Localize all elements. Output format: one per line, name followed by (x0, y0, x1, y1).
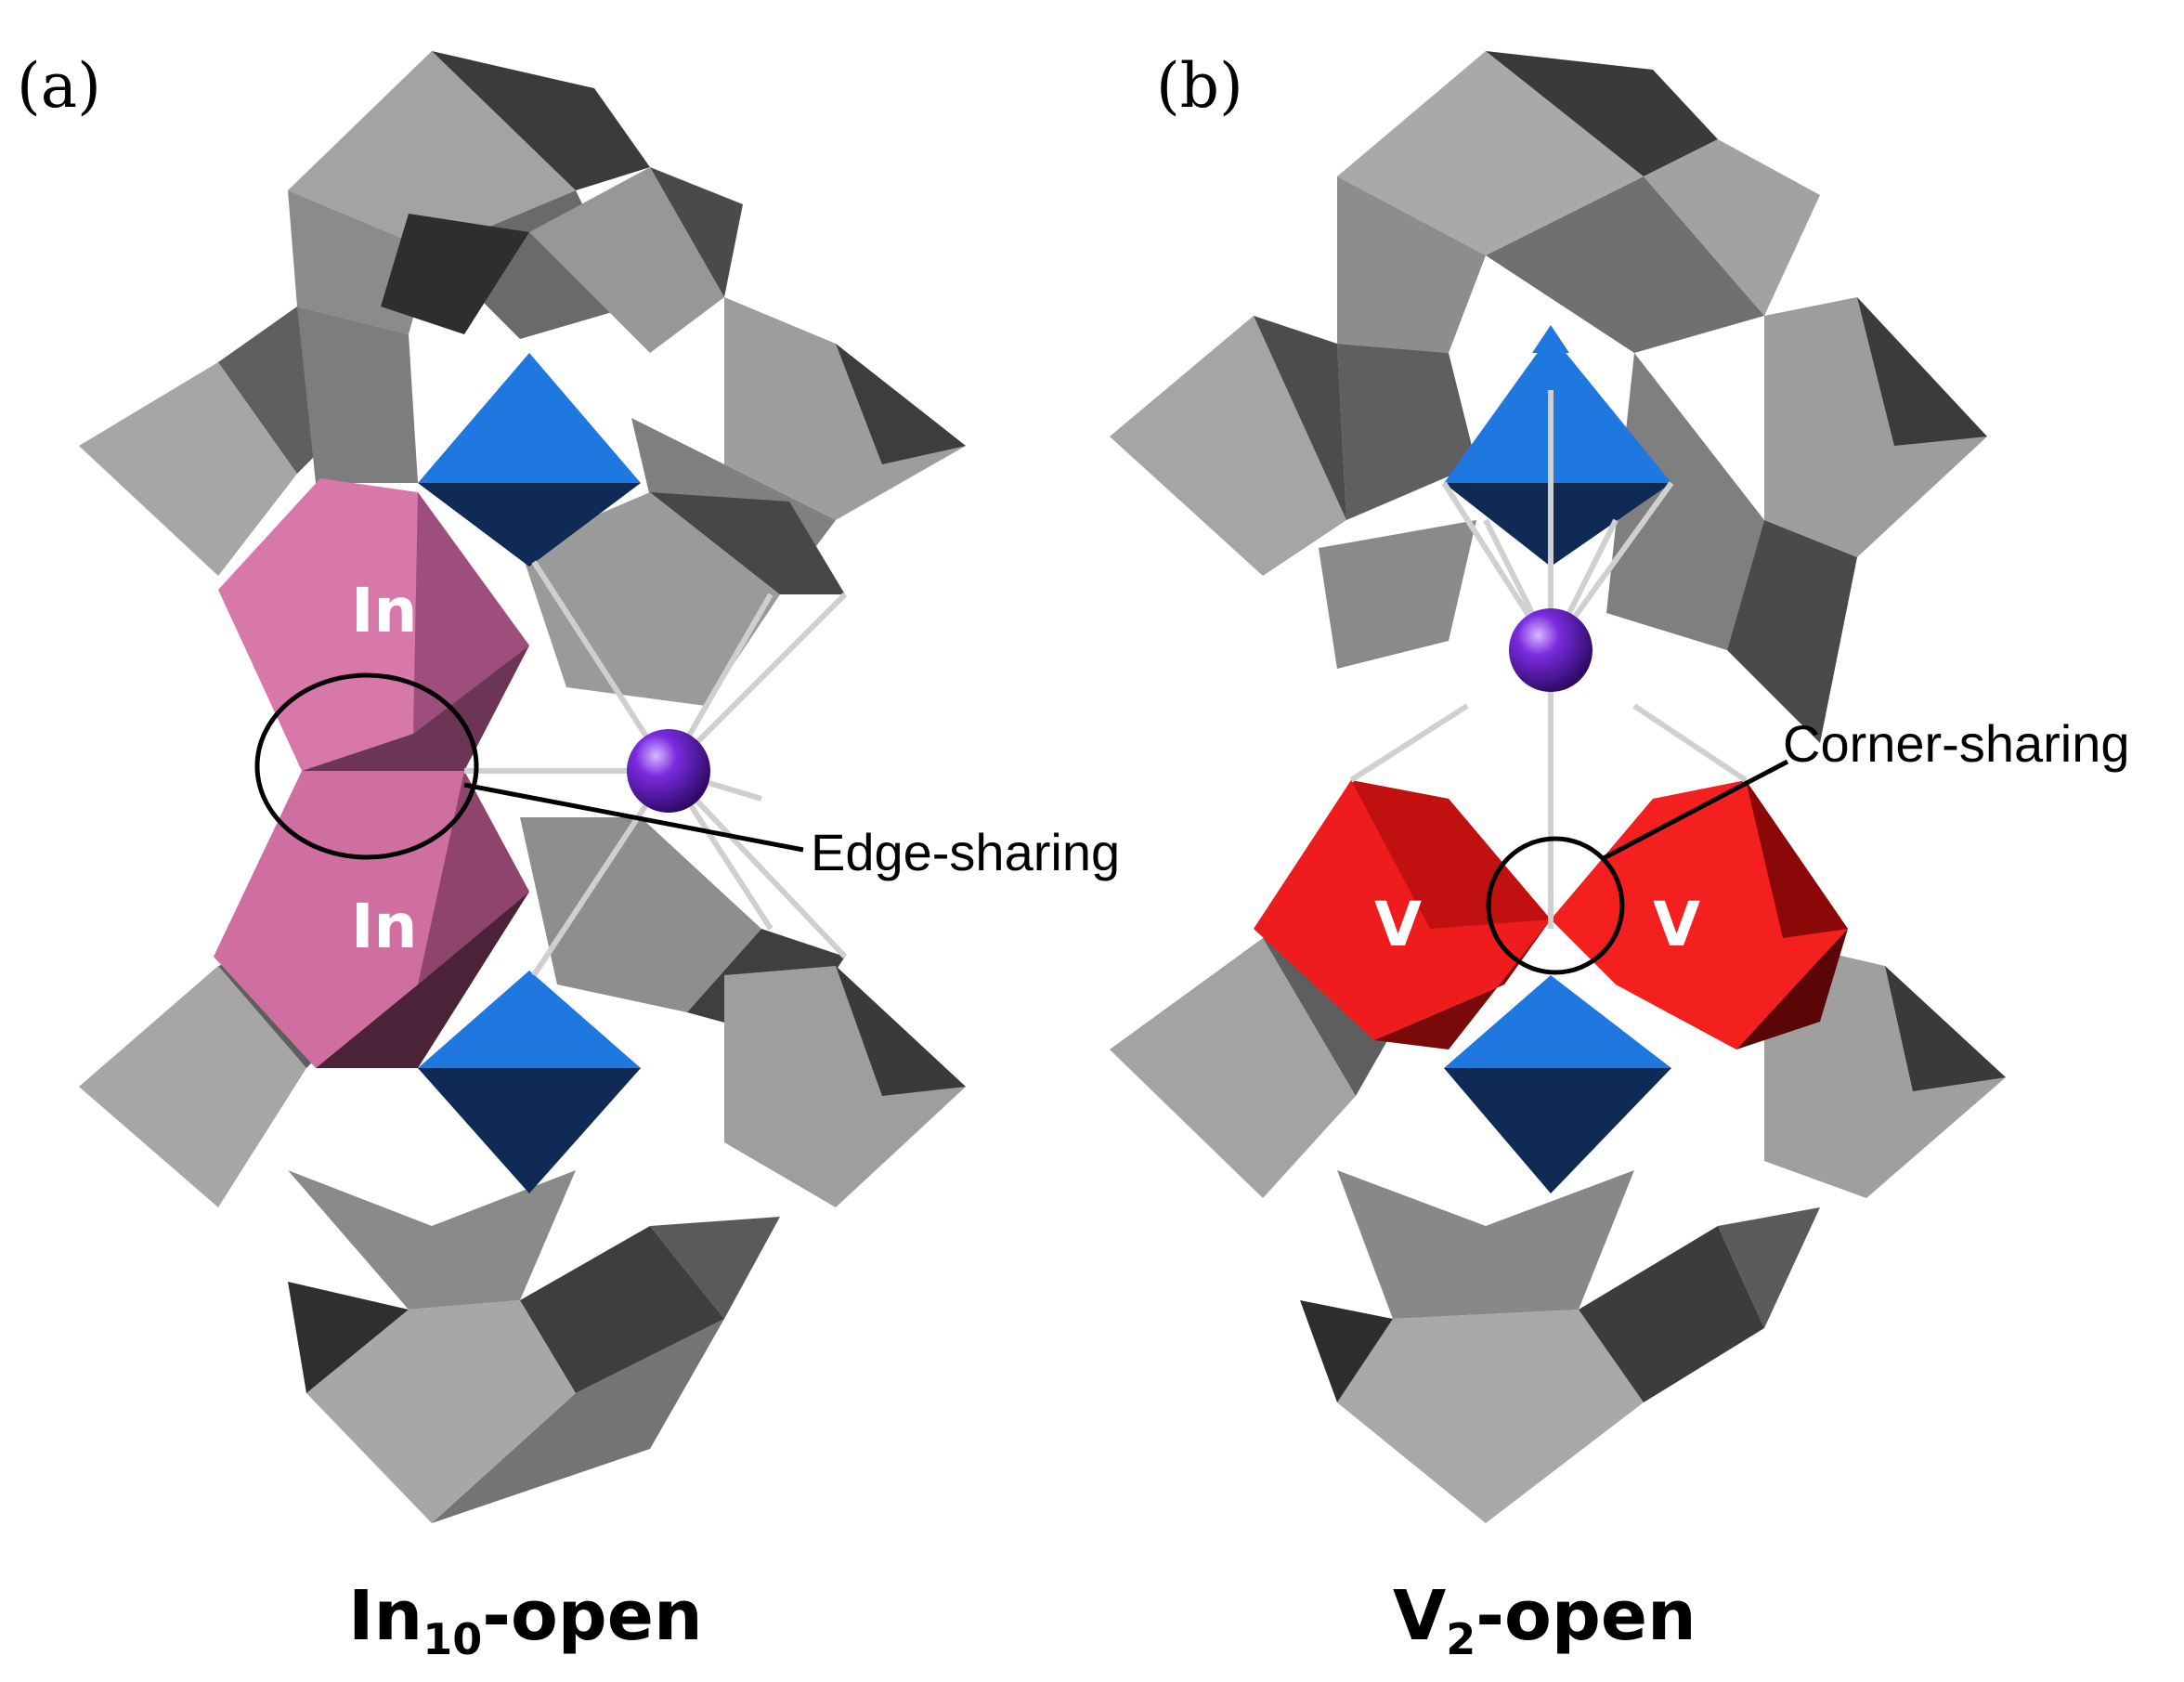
panel-a-indium-label-top: In (351, 575, 418, 646)
panel-b-vanadium-label-left: V (1374, 889, 1422, 960)
panel-b-corner-sharing-label: Corner-sharing (1783, 714, 2130, 773)
panel-a-edge-sharing-circle (254, 672, 479, 860)
panel-a-label: (a) (17, 50, 101, 122)
panel-b-corner-sharing-circle (1486, 836, 1625, 975)
panel-a-central-octahedra (418, 353, 641, 1193)
panel-a-caption-main: In (348, 1576, 422, 1656)
panel-b (1110, 51, 2006, 1523)
panel-a-caption: In10-open (348, 1576, 703, 1664)
panel-a-edge-sharing-label: Edge-sharing (811, 823, 1120, 881)
panel-b-framework-polyhedra (1110, 51, 2006, 1523)
panel-b-vanadium-label-right: V (1653, 889, 1700, 960)
panel-b-caption-suffix: -open (1476, 1576, 1696, 1656)
panel-b-central-octahedra (1444, 325, 1671, 1193)
panel-a-indium-label-bottom: In (351, 891, 418, 962)
panel-a-caption-suffix: -open (482, 1576, 702, 1656)
panel-a-leader-line (463, 782, 804, 853)
panel-a-cation-sphere (627, 729, 710, 813)
panel-b-caption-main: V (1393, 1576, 1446, 1656)
panel-b-label: (b) (1156, 50, 1243, 122)
panel-a-caption-sub: 10 (422, 1614, 482, 1664)
panel-a (79, 51, 966, 1523)
panel-b-caption: V2-open (1393, 1576, 1696, 1664)
panel-b-caption-sub: 2 (1446, 1614, 1476, 1664)
panel-b-cation-sphere (1509, 608, 1592, 692)
panel-a-framework-polyhedra (79, 51, 966, 1523)
panel-b-leader-line (1600, 759, 1789, 862)
